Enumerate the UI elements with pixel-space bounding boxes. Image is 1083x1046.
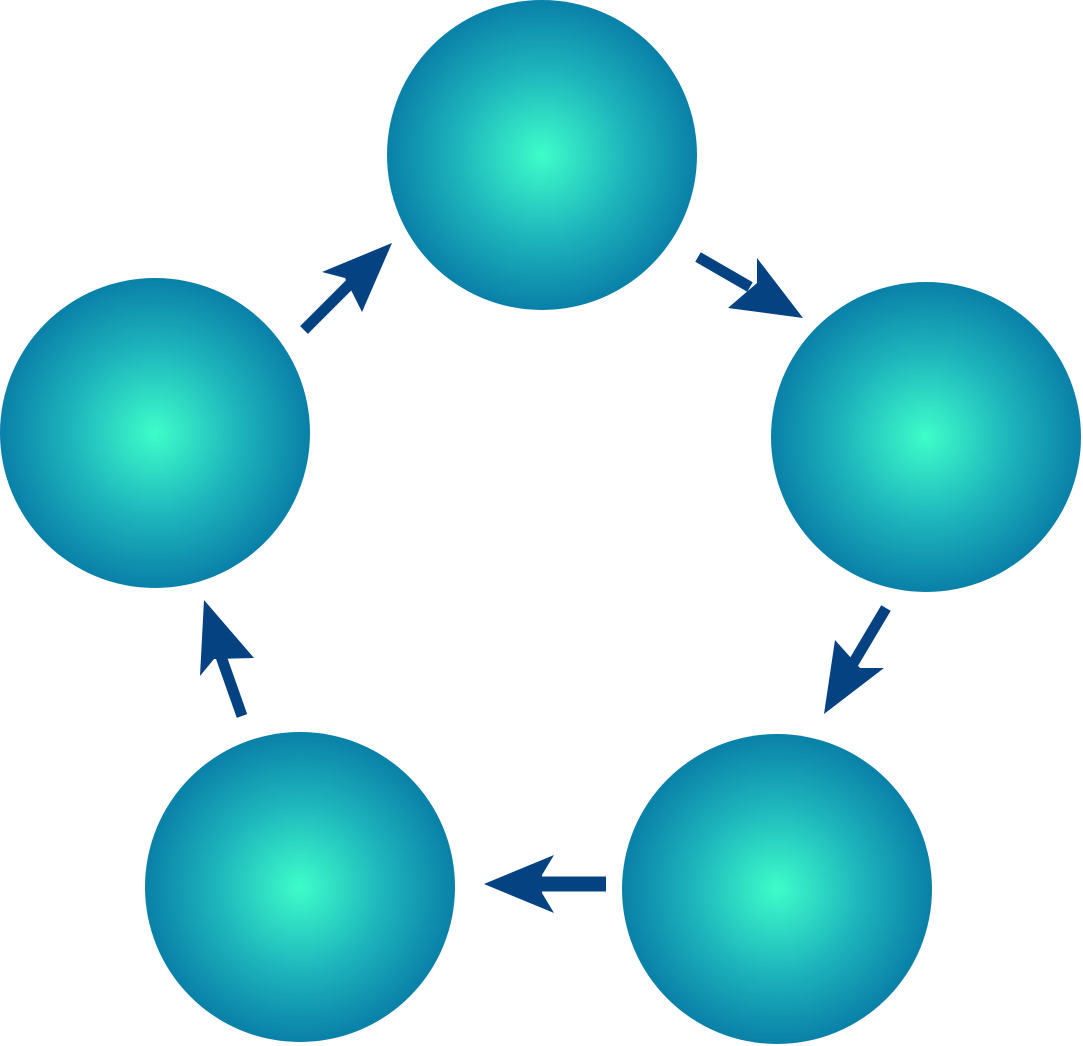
- cycle-node-right: [771, 282, 1081, 592]
- cycle-node-bottom-right: [622, 734, 932, 1044]
- arrow-bottom-left-to-left: [200, 600, 254, 718]
- arrow-bottom-right-to-bottom-left: [484, 855, 606, 913]
- arrow-left-to-top: [300, 243, 392, 334]
- arrow-top-to-right: [695, 252, 803, 318]
- cycle-node-bottom-left: [145, 732, 455, 1042]
- arrow-right-to-bottom-right: [824, 605, 891, 714]
- cycle-node-top: [387, 0, 697, 310]
- cycle-node-left: [0, 278, 310, 588]
